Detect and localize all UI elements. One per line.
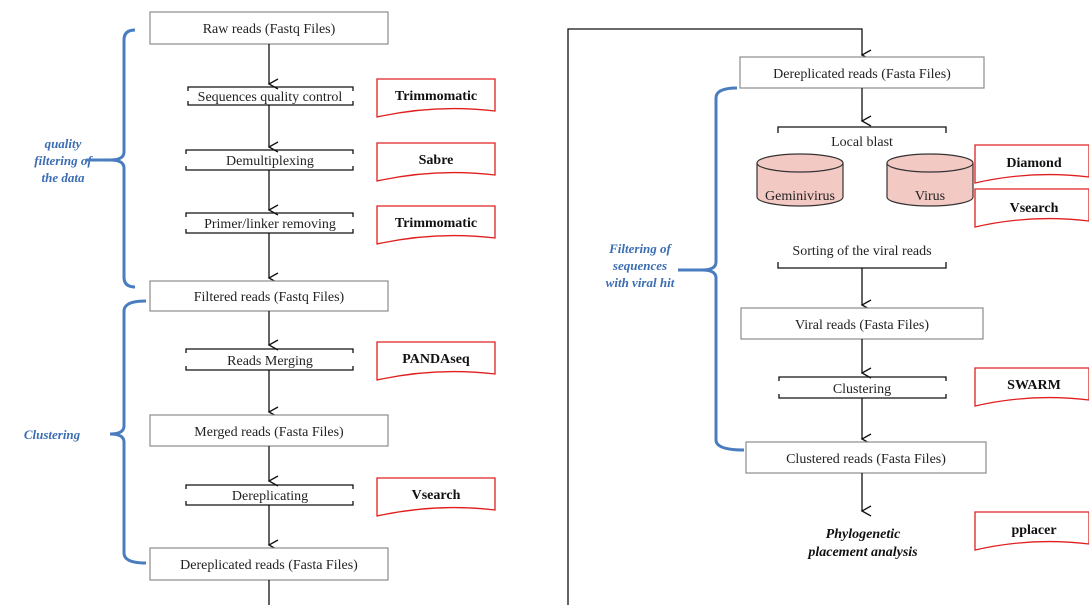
quality-bracket-label-3: the data xyxy=(42,170,85,185)
connector-line-to-right xyxy=(567,28,872,605)
clustering-bracket xyxy=(109,299,147,565)
sabre-tool-box xyxy=(376,142,496,182)
geminivirus-database xyxy=(756,163,844,207)
raw-reads-label: Raw reads (Fastq Files) xyxy=(203,22,336,37)
geminivirus-database-label: Geminivirus xyxy=(765,189,835,204)
filtered-reads-label: Filtered reads (Fastq Files) xyxy=(194,290,345,305)
quality-filtering-bracket xyxy=(109,28,136,289)
diamond-tool-label: Diamond xyxy=(1006,156,1061,171)
reads-merging-label: Reads Merging xyxy=(227,354,313,369)
final-analysis-label-1: Phylogenetic xyxy=(826,527,901,542)
vsearch-tool-label-right: Vsearch xyxy=(1010,201,1059,216)
virus-database-top xyxy=(886,153,974,173)
trimmomatic-tool-box-1 xyxy=(376,78,496,118)
viral-reads-box xyxy=(740,307,984,340)
clustering-step-label: Clustering xyxy=(833,382,891,397)
trimmomatic-tool-label-2: Trimmomatic xyxy=(395,216,477,231)
viral-bracket-label-2: sequences xyxy=(612,258,667,273)
dereplicated-reads-label-left: Dereplicated reads (Fasta Files) xyxy=(180,558,358,573)
viral-filtering-bracket xyxy=(701,86,745,452)
quality-bracket-label-2: filtering of xyxy=(34,153,93,168)
quality-control-step-frame xyxy=(187,86,354,106)
vsearch-tool-label-left: Vsearch xyxy=(412,488,461,503)
pplacer-tool-label: pplacer xyxy=(1011,523,1056,538)
quality-control-label: Sequences quality control xyxy=(198,90,343,105)
raw-reads-box xyxy=(149,11,389,45)
dereplicated-reads-label-right: Dereplicated reads (Fasta Files) xyxy=(773,67,951,82)
merged-reads-box xyxy=(149,414,389,447)
dereplicating-label: Dereplicating xyxy=(232,489,308,504)
clustering-bracket-label: Clustering xyxy=(24,427,81,442)
quality-bracket-label-1: quality xyxy=(45,136,82,151)
clustered-reads-label: Clustered reads (Fasta Files) xyxy=(786,452,946,467)
geminivirus-database-top xyxy=(756,153,844,173)
viral-bracket-label-3: with viral hit xyxy=(606,275,675,290)
swarm-tool-label: SWARM xyxy=(1007,378,1061,393)
virus-database-label: Virus xyxy=(915,189,945,204)
local-blast-label: Local blast xyxy=(831,135,893,150)
pandaseq-tool-label: PANDAseq xyxy=(402,352,470,367)
sorting-bracket xyxy=(777,262,947,269)
trimmomatic-tool-label-1: Trimmomatic xyxy=(395,89,477,104)
filtered-reads-box xyxy=(149,280,389,312)
final-analysis-label-2: placement analysis xyxy=(807,545,918,560)
demultiplexing-label: Demultiplexing xyxy=(226,154,314,169)
virus-database xyxy=(886,163,974,207)
trimmomatic-tool-box-2 xyxy=(376,205,496,245)
primer-removing-label: Primer/linker removing xyxy=(204,217,336,232)
viral-reads-label: Viral reads (Fasta Files) xyxy=(795,318,929,333)
vsearch-tool-box-left xyxy=(376,477,496,517)
local-blast-bracket xyxy=(777,126,947,133)
dereplicated-reads-box-left xyxy=(149,547,389,581)
clustered-reads-box xyxy=(745,441,987,474)
sabre-tool-label: Sabre xyxy=(419,153,454,168)
dereplicated-reads-box-right xyxy=(739,56,985,89)
sorting-label: Sorting of the viral reads xyxy=(792,244,931,259)
viral-bracket-label-1: Filtering of xyxy=(608,241,672,256)
merged-reads-label: Merged reads (Fasta Files) xyxy=(194,425,344,440)
pandaseq-tool-box xyxy=(376,341,496,381)
